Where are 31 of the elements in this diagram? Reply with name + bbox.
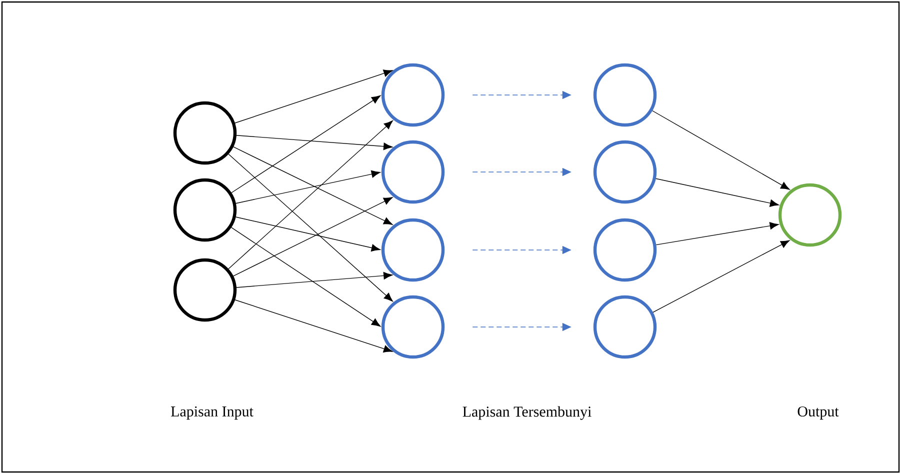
neuron-circle: [381, 295, 445, 359]
arrow: [236, 272, 393, 288]
layer-label: Lapisan Input: [171, 406, 254, 420]
arrow: [234, 300, 393, 352]
arrow: [652, 240, 790, 313]
arrow: [228, 154, 393, 302]
arrow: [656, 222, 779, 246]
arrow: [231, 227, 381, 327]
arrow: [231, 95, 381, 194]
layer-label: Output: [798, 406, 839, 420]
neuron-circle: [778, 183, 842, 247]
arrow: [234, 70, 393, 124]
arrow: [233, 146, 393, 225]
neuron-circle: [593, 295, 657, 359]
arrow: [656, 178, 779, 207]
layer-label: Lapisan Tersembunyi: [462, 406, 592, 420]
arrow: [236, 170, 380, 204]
neuron-circle: [173, 178, 237, 242]
neuron-circle: [381, 140, 445, 204]
neuron-circle: [593, 218, 657, 282]
arrow: [233, 197, 393, 276]
neuron-circle: [173, 258, 237, 322]
neuron-circle: [381, 63, 445, 127]
arrow: [236, 135, 393, 150]
neuron-circle: [381, 218, 445, 282]
neuron-circle: [173, 101, 237, 165]
arrow: [652, 110, 790, 190]
arrow: [228, 120, 393, 270]
neuron-circle: [593, 63, 657, 127]
neuron-circle: [593, 140, 657, 204]
arrow: [235, 216, 380, 252]
